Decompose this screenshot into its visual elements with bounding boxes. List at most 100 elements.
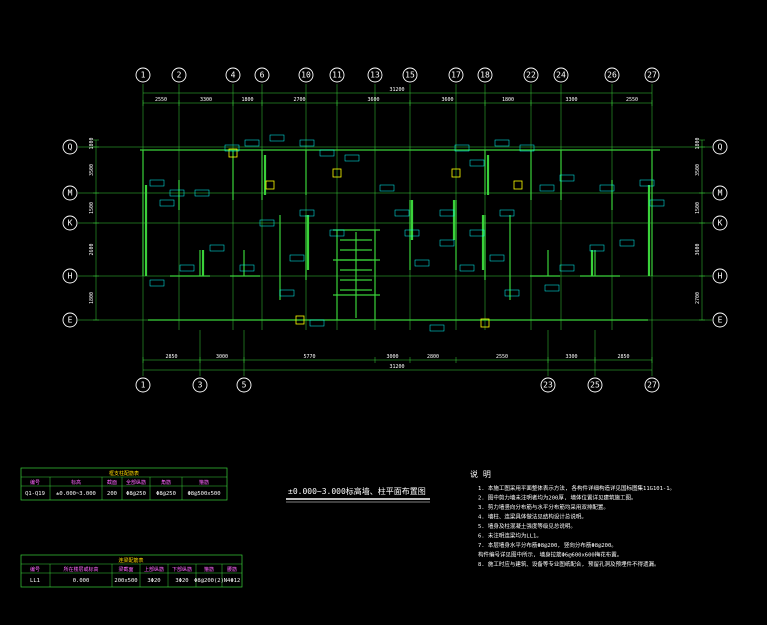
dimension-text: 1800 — [89, 137, 95, 149]
component-tag-box — [159, 199, 175, 207]
table-cell: Φ8@250 — [126, 491, 146, 497]
axis-label: 1 — [141, 71, 146, 80]
column-marker — [265, 180, 275, 190]
table-header: 标高 — [71, 479, 81, 486]
dimension-text: 3300 — [565, 97, 577, 103]
component-tag-box — [469, 159, 485, 167]
component-tag-box — [394, 209, 410, 217]
table-cell: LL1 — [30, 578, 40, 584]
axis-bubble-circle — [254, 67, 270, 83]
axis-label: 3 — [198, 381, 203, 390]
dimension-text: 2550 — [626, 97, 638, 103]
table-header: 编号 — [30, 479, 40, 486]
axis-label: Q — [68, 143, 73, 152]
dimension-text: 2550 — [155, 97, 167, 103]
dimension-text: 2850 — [617, 354, 629, 360]
axis-label: 27 — [647, 71, 657, 80]
note-line: 2. 图中剪力墙未注明者均为200厚, 墙体位置详见建筑施工图。 — [478, 494, 637, 502]
axis-label: 27 — [647, 381, 657, 390]
axis-bubble-circle — [62, 139, 78, 155]
axis-bubble-circle — [644, 67, 660, 83]
axis-bubble: E — [712, 312, 728, 328]
axis-bubble-circle — [62, 185, 78, 201]
dimension-text: 3600 — [695, 243, 701, 255]
dimension-text: 5770 — [303, 354, 315, 360]
component-tag-box — [169, 189, 185, 197]
axis-bubble-circle — [298, 67, 314, 83]
table-header: 箍筋 — [204, 566, 214, 573]
component-tag-box — [244, 139, 260, 147]
component-tag-box — [239, 264, 255, 272]
dimension-total: 31200 — [389, 364, 404, 370]
axis-bubble-circle — [523, 67, 539, 83]
table-cell: 200 — [107, 491, 117, 497]
axis-bubble-circle — [402, 67, 418, 83]
table-header: 梁截面 — [118, 566, 133, 573]
axis-bubble-circle — [712, 215, 728, 231]
note-line: 5. 墙身及柱混凝土强度等级见总说明。 — [478, 522, 576, 530]
axis-bubble-circle — [540, 377, 556, 393]
table-header: 下部纵筋 — [172, 566, 192, 573]
note-line: 6. 未注明连梁均为LL1。 — [478, 532, 542, 540]
plan-title-block: ±0.000~3.000标高墙、柱平面布置图 — [286, 486, 430, 503]
table-header: 上部纵筋 — [144, 566, 164, 573]
component-tag-box — [429, 324, 445, 332]
dimension-text: 3000 — [386, 354, 398, 360]
table-cell: N4Φ12 — [224, 578, 241, 584]
axis-bubble: H — [712, 268, 728, 284]
dimension-text: 3300 — [200, 97, 212, 103]
table-header: 编号 — [30, 566, 40, 573]
axis-bubble: 10 — [298, 67, 314, 83]
component-tag-box — [454, 144, 470, 152]
axis-label: H — [68, 272, 73, 281]
axis-bubble: K — [62, 215, 78, 231]
axis-bubble-circle — [712, 268, 728, 284]
axis-label: E — [68, 316, 73, 325]
table-header: 箍筋 — [199, 479, 209, 486]
axis-bubble: 5 — [236, 377, 252, 393]
component-tag-box — [559, 264, 575, 272]
component-tag-box — [459, 264, 475, 272]
component-tag-box — [539, 184, 555, 192]
table-header: 所在楼层或标高 — [63, 566, 98, 573]
component-tag-box — [599, 184, 615, 192]
axis-bubble: 27 — [644, 67, 660, 83]
axis-bubble-circle — [62, 268, 78, 284]
axis-bubble-circle — [712, 185, 728, 201]
component-tag-box — [299, 139, 315, 147]
axis-label: 11 — [332, 71, 342, 80]
axis-bubble: M — [712, 185, 728, 201]
grid-lines — [78, 84, 712, 376]
component-tag-box — [544, 284, 560, 292]
column-marker — [295, 315, 305, 325]
component-tag-box — [499, 209, 515, 217]
component-tag-box — [404, 229, 420, 237]
axis-bubble: 2 — [171, 67, 187, 83]
axis-bubble: 24 — [553, 67, 569, 83]
dimension-text: 2700 — [695, 292, 701, 304]
table-cell: 3Φ20 — [175, 578, 188, 584]
axis-bubble-circle — [135, 377, 151, 393]
component-tag-box — [179, 264, 195, 272]
dimension-text: 3500 — [695, 164, 701, 176]
axis-bubble-circle — [477, 67, 493, 83]
note-line: 1. 本施工图采用平面整体表示方法, 各构件详细构造详见国标图集11G101-1… — [478, 484, 675, 492]
component-tag-box — [194, 189, 210, 197]
table-header: 全部纵筋 — [126, 479, 146, 486]
component-tag-box — [559, 174, 575, 182]
axis-label: K — [718, 219, 723, 228]
dimension-text: 2600 — [89, 243, 95, 255]
axis-bubble-circle — [587, 377, 603, 393]
component-tag-box — [439, 209, 455, 217]
axis-bubble: 4 — [225, 67, 241, 83]
dimension-text: 3500 — [89, 164, 95, 176]
axis-bubble: Q — [62, 139, 78, 155]
component-tag-box — [224, 144, 240, 152]
dimension-text: 1800 — [502, 97, 514, 103]
axis-bubble: 11 — [329, 67, 345, 83]
component-tag-box — [319, 149, 335, 157]
column-schedule-table: 框支柱配筋表 编号 标高 截面 全部纵筋 角筋 箍筋 Q1-Q19 ±0.000… — [20, 467, 228, 501]
note-line: 3. 剪力墙竖向分布筋与水平分布筋均采用双排配置。 — [478, 503, 609, 511]
